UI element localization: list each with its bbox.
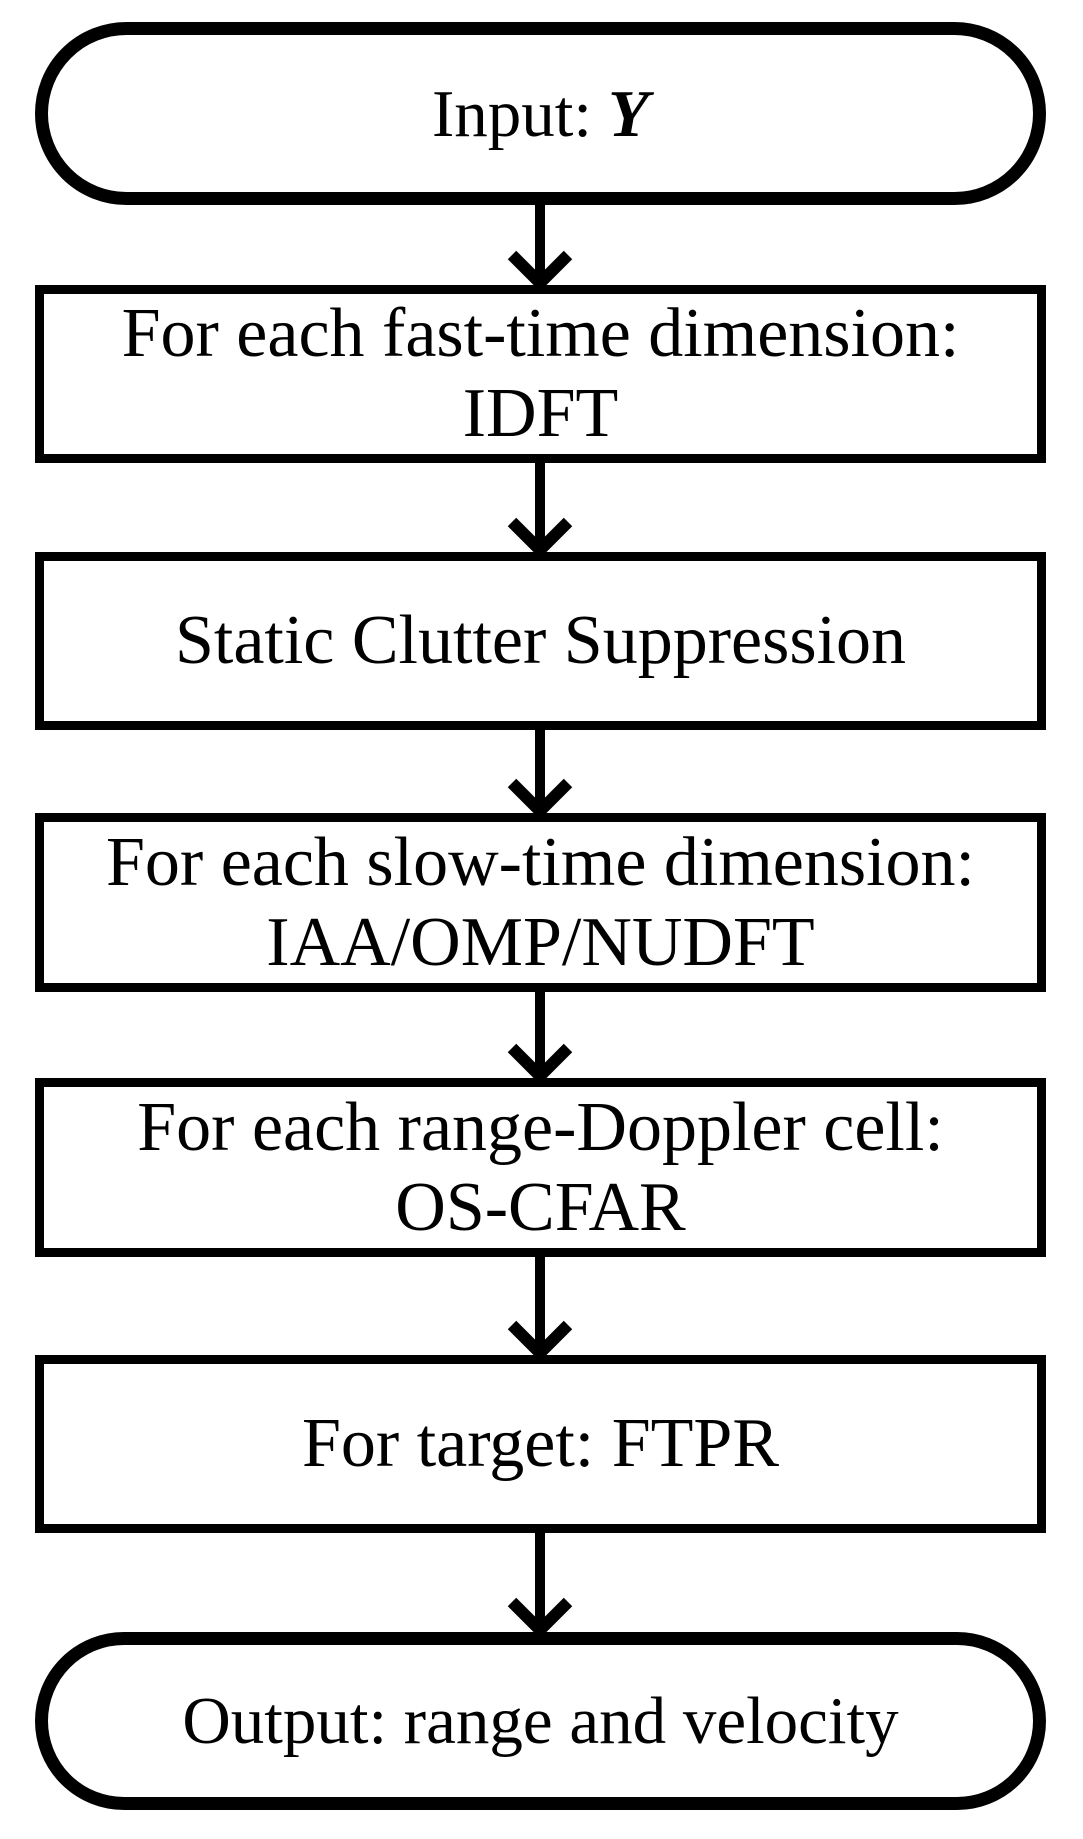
arrow-down-icon <box>507 992 573 1078</box>
flow-node-target-ftpr: For target: FTPR <box>35 1355 1046 1533</box>
flow-node-static-clutter-suppression: Static Clutter Suppression <box>35 552 1046 730</box>
flow-node-output: Output: range and velocity <box>35 1632 1046 1810</box>
flow-node-range-doppler-detection: For each range-Doppler cell: OS-CFAR <box>35 1078 1046 1257</box>
node-text-line: IDFT <box>462 375 619 452</box>
flow-node-input: Input:Y <box>35 22 1046 205</box>
node-text-line: For each fast-time dimension: <box>121 295 960 372</box>
arrow-down-icon <box>507 1257 573 1355</box>
node-text-line: Input:Y <box>432 76 649 152</box>
input-label: Input: <box>432 76 593 151</box>
node-text-line: OS-CFAR <box>395 1168 686 1246</box>
arrow-down-icon <box>507 463 573 552</box>
node-text-line: For each slow-time dimension: <box>105 823 976 901</box>
input-symbol-y: Y <box>608 76 649 151</box>
node-text-line: IAA/OMP/NUDFT <box>266 903 815 981</box>
flow-node-fast-time-idft: For each fast-time dimension: IDFT <box>35 285 1046 463</box>
node-text-line: Static Clutter Suppression <box>174 602 907 679</box>
node-text-line: Output: range and velocity <box>182 1684 899 1758</box>
arrow-down-icon <box>507 730 573 813</box>
arrow-down-icon <box>507 1533 573 1632</box>
node-text-line: For target: FTPR <box>301 1405 780 1482</box>
node-text-line: For each range-Doppler cell: <box>137 1088 944 1166</box>
arrow-down-icon <box>507 205 573 285</box>
flow-node-slow-time-estimation: For each slow-time dimension: IAA/OMP/NU… <box>35 813 1046 992</box>
